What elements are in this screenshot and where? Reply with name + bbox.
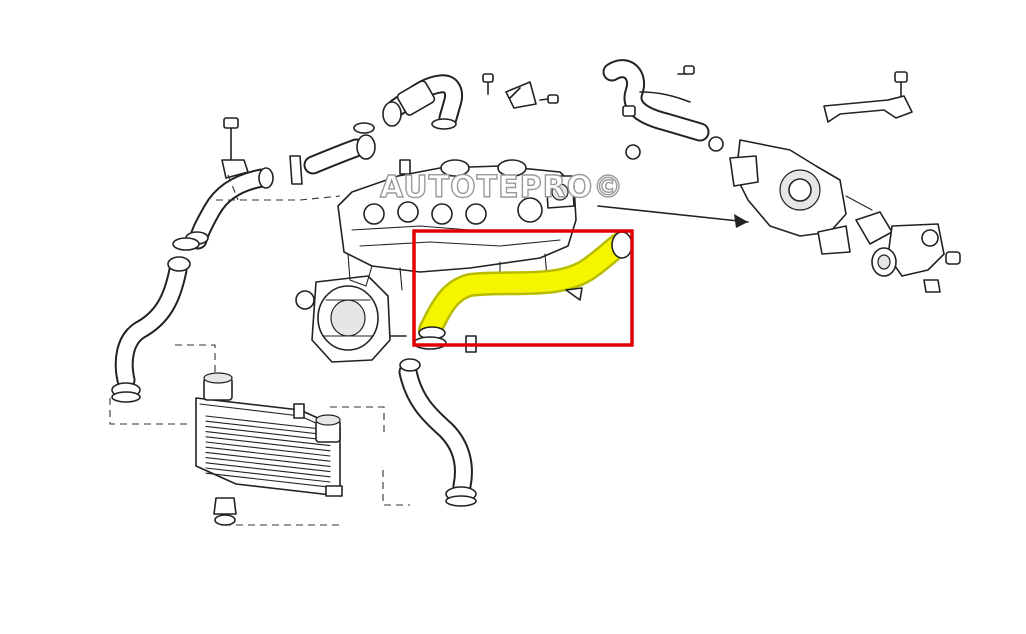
- upper-elbow-pipe: [382, 74, 463, 130]
- short-hose-and-clamps: [289, 122, 376, 185]
- turbo-lower-hose: [398, 358, 477, 507]
- bolts-and-bracket: [482, 73, 559, 109]
- intercooler-fin: [205, 467, 331, 483]
- egr-pipe: [602, 59, 724, 160]
- left-upper-hose: [172, 117, 274, 251]
- left-lower-hose: [111, 256, 191, 403]
- intercooler-fin: [205, 415, 331, 431]
- watermark-text: AUTOTEPRO©: [380, 170, 624, 205]
- intercooler-fin: [205, 425, 331, 441]
- intercooler-fin: [205, 436, 331, 452]
- intercooler-fin: [205, 441, 331, 457]
- intercooler-fin: [205, 420, 331, 436]
- turbocharger: [295, 275, 407, 363]
- intercooler-fin: [205, 451, 331, 467]
- egr-valve: [729, 139, 873, 255]
- intercooler-fin: [205, 431, 331, 447]
- intercooler-fin: [205, 457, 331, 473]
- intercooler: [195, 372, 343, 526]
- intercooler-fin: [205, 472, 331, 488]
- throttle-body: [855, 211, 961, 293]
- engine-block: AUTOTEPRO©: [337, 159, 624, 293]
- highlight-frame: [412, 229, 634, 347]
- intercooler-fin: [205, 462, 331, 478]
- pointer-arrow: [597, 205, 749, 228]
- intercooler-fin: [205, 446, 331, 462]
- top-right-bracket: [823, 71, 913, 123]
